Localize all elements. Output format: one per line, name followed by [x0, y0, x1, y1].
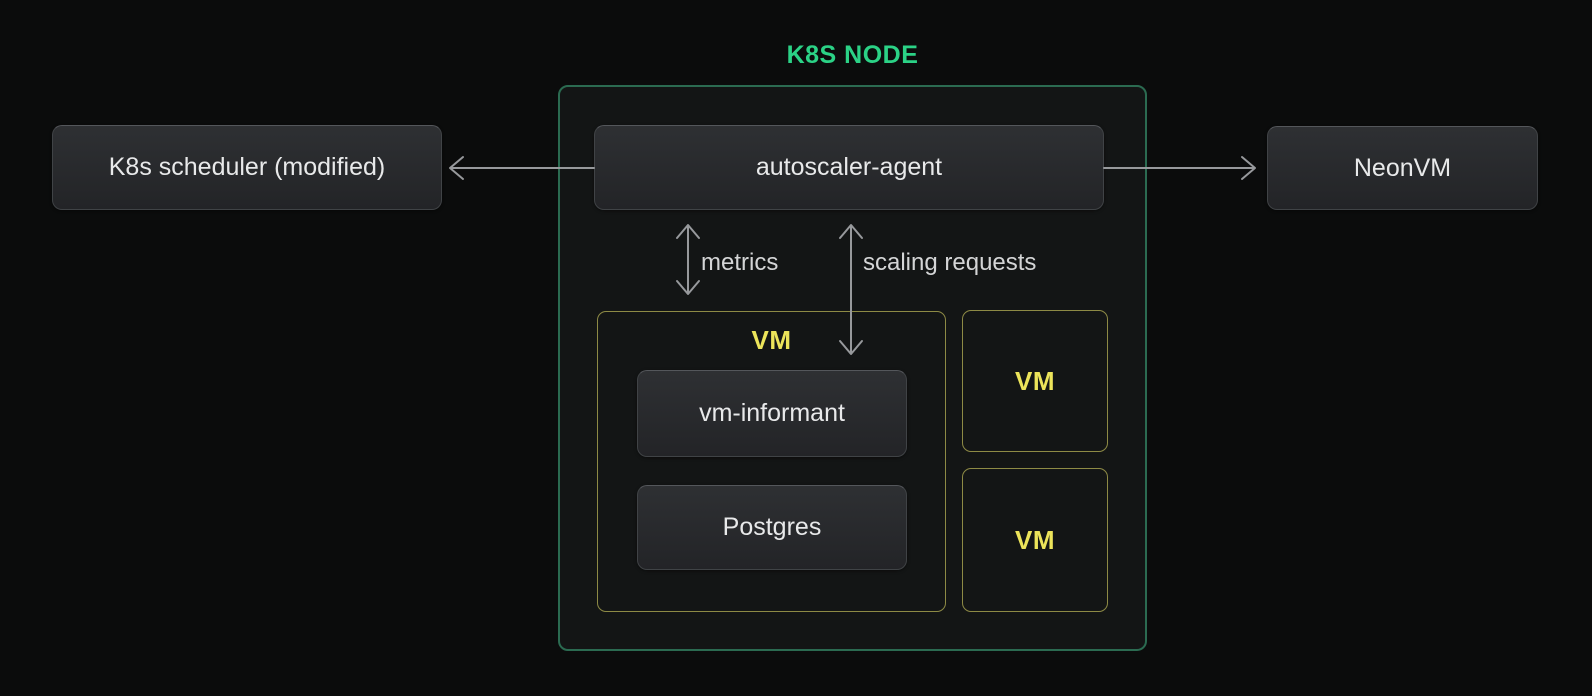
arrow-left-head-icon: [449, 156, 464, 180]
node-k8s-scheduler: K8s scheduler (modified): [52, 125, 442, 210]
node-neonvm: NeonVM: [1267, 126, 1538, 210]
node-k8s-scheduler-label: K8s scheduler (modified): [108, 153, 386, 181]
node-vm-informant: vm-informant: [637, 370, 907, 457]
vm-small-bottom-box: VM: [962, 468, 1108, 612]
node-autoscaler-agent-label: autoscaler-agent: [755, 153, 943, 181]
node-postgres-label: Postgres: [722, 513, 822, 541]
node-vm-informant-label: vm-informant: [699, 399, 845, 427]
node-autoscaler-agent: autoscaler-agent: [594, 125, 1104, 210]
vm-small-top-label: VM: [1015, 365, 1055, 396]
node-postgres: Postgres: [637, 485, 907, 570]
metrics-edge-label: metrics: [701, 249, 779, 276]
vm-main-box: VM: [597, 311, 946, 612]
vm-small-top-box: VM: [962, 310, 1108, 452]
k8s-node-title: K8S NODE: [786, 41, 919, 69]
arrow-right-head-icon: [1241, 156, 1256, 180]
vm-small-bottom-label: VM: [1015, 524, 1055, 555]
scaling-requests-edge-label: scaling requests: [863, 249, 1037, 276]
node-neonvm-label: NeonVM: [1353, 153, 1452, 182]
vm-main-label: VM: [751, 325, 792, 355]
